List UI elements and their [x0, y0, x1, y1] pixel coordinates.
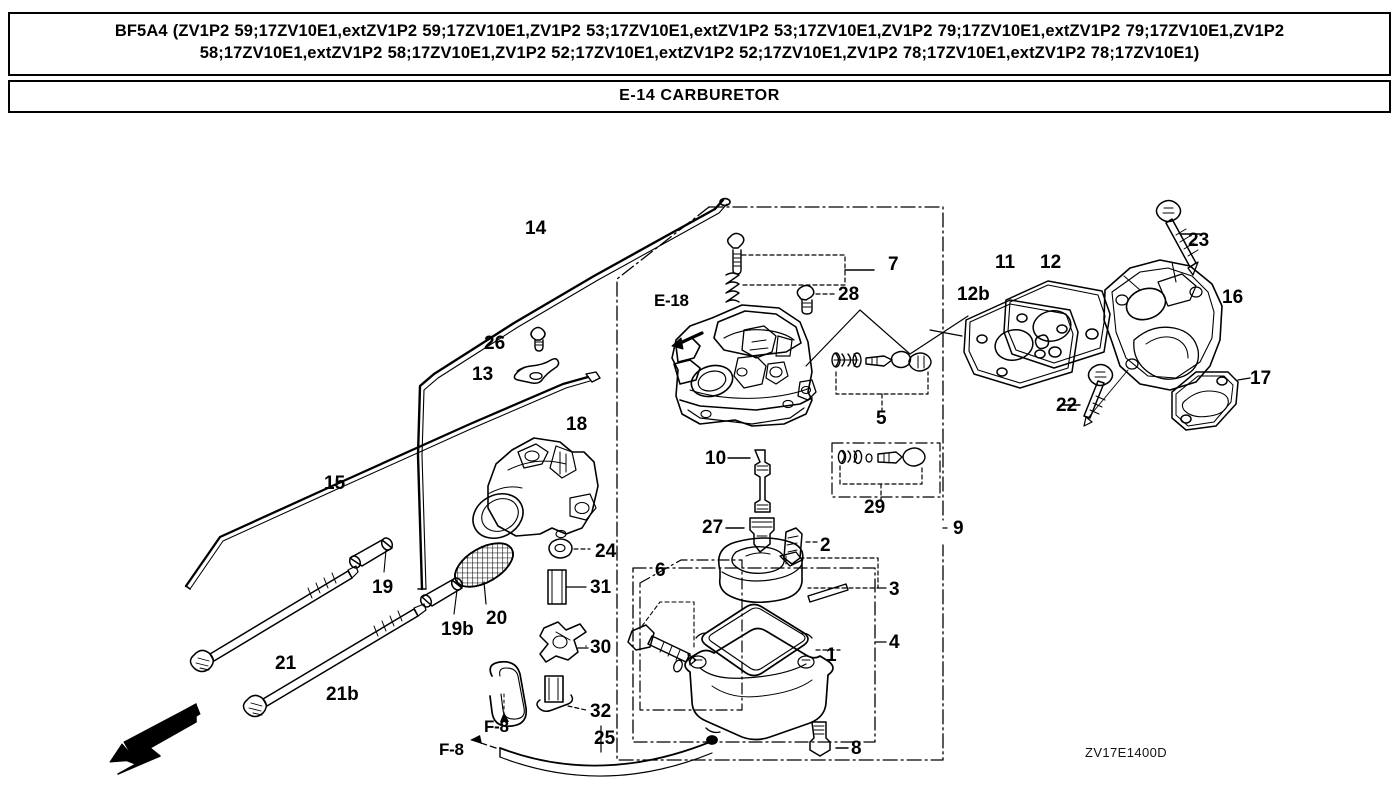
- callout-4: 4: [889, 632, 900, 653]
- callout-27: 27: [702, 517, 724, 538]
- callout-8: 8: [851, 738, 862, 759]
- callout-15: 15: [324, 473, 346, 494]
- part-27-needle-valve: [725, 517, 775, 553]
- part-11-insulator: [1003, 280, 1111, 369]
- carburetor-body: [671, 304, 817, 427]
- part-12-gasket-left: [963, 299, 1079, 389]
- xref-e18-label: E-18: [654, 291, 689, 310]
- callout-19: 19: [372, 577, 394, 598]
- part-13-cable-holder: [513, 357, 560, 384]
- callout-16: 16: [1222, 287, 1244, 308]
- part-14-control-rod: [416, 197, 731, 591]
- part-5-jet-set: [831, 350, 932, 413]
- callout-12: 12: [1040, 252, 1062, 273]
- part-18-intake-pipe: [472, 437, 599, 539]
- callout-2: 2: [820, 535, 831, 556]
- leader-12-left: [929, 329, 963, 337]
- callout-10: 10: [705, 448, 727, 469]
- callout-29: 29: [864, 497, 886, 518]
- orientation-arrow: [109, 703, 201, 775]
- part-15-throttle-rod: [184, 371, 601, 590]
- leader-carb-to-manifold: [805, 309, 969, 367]
- part-32-clamp: [536, 675, 587, 713]
- callout-19-lower: 19b: [441, 619, 474, 640]
- part-4-float-bowl: [684, 627, 887, 741]
- part-26-bolt: [530, 326, 546, 352]
- drawing-code: ZV17E1400D: [1085, 745, 1168, 760]
- callout-17: 17: [1250, 368, 1272, 389]
- callout-21-lower: 21b: [326, 684, 359, 705]
- part-1-bowl-gasket: [695, 603, 841, 677]
- callout-6: 6: [655, 560, 666, 581]
- xref-f8-lower-label: F-8: [439, 740, 464, 759]
- callout-24: 24: [595, 541, 617, 562]
- part-22-bolt: [1061, 363, 1129, 427]
- callout-25: 25: [594, 728, 616, 749]
- part-23-bolt: [1155, 199, 1201, 276]
- part-25-fuel-hose: [470, 725, 718, 777]
- part-21-long-bolt-lower: [242, 603, 427, 718]
- callout-23: 23: [1188, 230, 1210, 251]
- part-17-gasket: [1171, 371, 1251, 431]
- diagram-header: BF5A4 (ZV1P2 59;17ZV10E1,extZV1P2 59;17Z…: [8, 12, 1391, 113]
- callout-12-left: 12b: [957, 284, 990, 305]
- part-24-nut: [548, 538, 591, 559]
- part-10-main-nozzle: [727, 449, 771, 513]
- part-7-screw-and-spring: [725, 232, 875, 303]
- part-29-jet-set: [831, 442, 941, 501]
- section-title: E-14 CARBURETOR: [8, 79, 1391, 113]
- part-3-float: [717, 537, 887, 604]
- callout-14: 14: [525, 218, 547, 239]
- callout-1: 1: [826, 645, 837, 666]
- group-boundary-4: [632, 567, 876, 743]
- callout-3: 3: [889, 579, 900, 600]
- part-19-spacer-lower: [419, 577, 464, 615]
- callout-32: 32: [590, 701, 612, 722]
- part-20-filter-screen: [454, 542, 514, 605]
- callout-28: 28: [838, 284, 860, 305]
- callout-31: 31: [590, 577, 612, 598]
- part-19-spacer-upper: [348, 537, 394, 573]
- callout-11: 11: [995, 252, 1016, 273]
- callout-9: 9: [953, 518, 964, 539]
- model-title: BF5A4 (ZV1P2 59;17ZV10E1,extZV1P2 59;17Z…: [8, 12, 1391, 76]
- callout-7: 7: [888, 254, 899, 275]
- part-8-drain-screw: [809, 721, 849, 757]
- callout-26: 26: [484, 333, 506, 354]
- callout-5: 5: [876, 408, 887, 429]
- callout-20: 20: [486, 608, 508, 629]
- callout-22: 22: [1056, 395, 1078, 416]
- part-30-t-joint: [539, 621, 589, 663]
- xref-f8-upper-label: F-8: [484, 717, 509, 736]
- part-21-long-bolt-upper: [189, 565, 359, 673]
- part-16-intake-manifold: [1103, 259, 1223, 391]
- part-28-screw: [796, 284, 837, 315]
- callout-30: 30: [590, 637, 612, 658]
- hose-f8-upper: [489, 660, 528, 728]
- part-31-sleeve: [547, 569, 587, 605]
- group-boundary-9: [616, 206, 944, 761]
- callout-18: 18: [566, 414, 588, 435]
- callout-21: 21: [275, 653, 297, 674]
- callout-13: 13: [472, 364, 494, 385]
